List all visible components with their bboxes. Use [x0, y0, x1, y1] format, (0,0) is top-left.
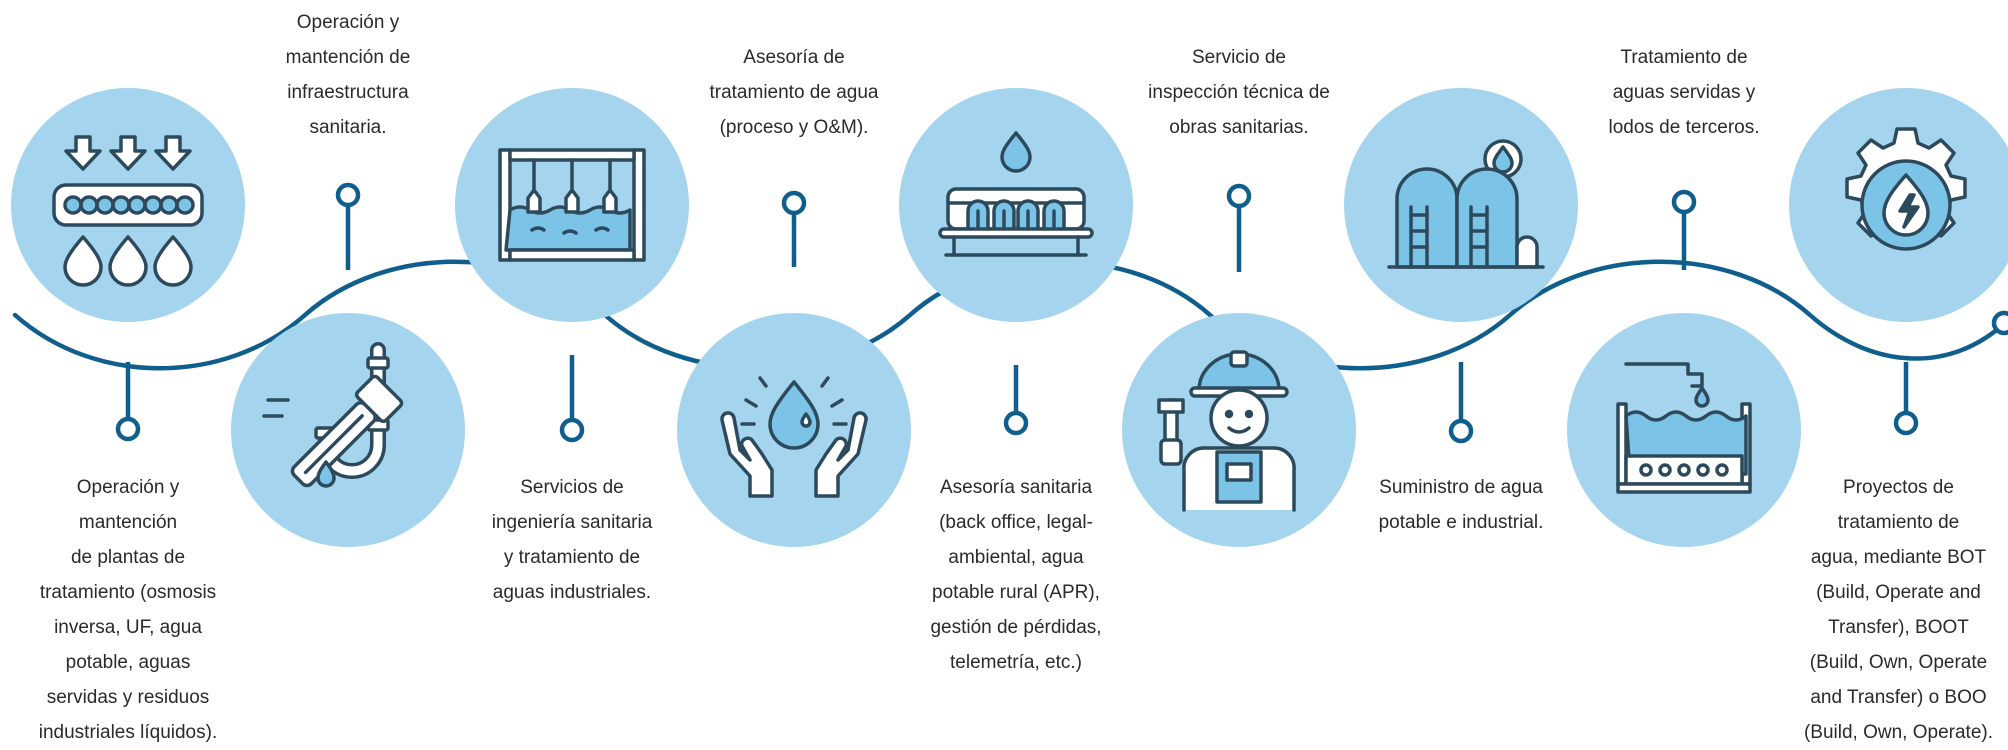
hands-water-drop-icon — [720, 376, 868, 498]
service-label-9: Proyectos de tratamiento de agua, median… — [1803, 477, 1994, 743]
service-label-5: Asesoría sanitaria (back office, legal- … — [930, 477, 1102, 673]
pipe-wrench-icon — [262, 342, 404, 488]
connector-4 — [784, 193, 804, 267]
connector-7 — [1451, 362, 1471, 441]
plumber-worker-icon — [1157, 350, 1296, 512]
connector-6 — [1229, 186, 1249, 272]
water-storage-tanks-icon — [1387, 139, 1545, 269]
connector-5 — [1006, 365, 1026, 433]
connector-1 — [118, 362, 138, 439]
connector-3 — [562, 355, 582, 440]
service-label-4: Asesoría de tratamiento de agua (proceso… — [709, 47, 879, 138]
connector-9 — [1896, 362, 1916, 433]
service-label-3: Servicios de ingeniería sanitaria y trat… — [491, 477, 653, 603]
connector-8 — [1674, 192, 1694, 270]
service-label-1: Operación y mantención de plantas de tra… — [38, 477, 218, 743]
aeration-tank-icon — [938, 131, 1094, 257]
service-label-6: Servicio de inspección técnica de obras … — [1148, 47, 1330, 138]
service-label-2: Operación y mantención de infraestructur… — [285, 12, 411, 138]
service-label-8: Tratamiento de aguas servidas y lodos de… — [1608, 47, 1760, 138]
wave-end-node — [1991, 310, 2008, 336]
gear-energy-drop-icon — [1845, 127, 1967, 251]
water-filtration-membrane-icon — [52, 135, 204, 287]
sludge-basin-icon — [1616, 362, 1752, 494]
connector-2 — [338, 185, 358, 270]
water-treatment-tank-icon — [498, 148, 646, 262]
service-label-7: Suministro de agua potable e industrial. — [1378, 477, 1544, 533]
